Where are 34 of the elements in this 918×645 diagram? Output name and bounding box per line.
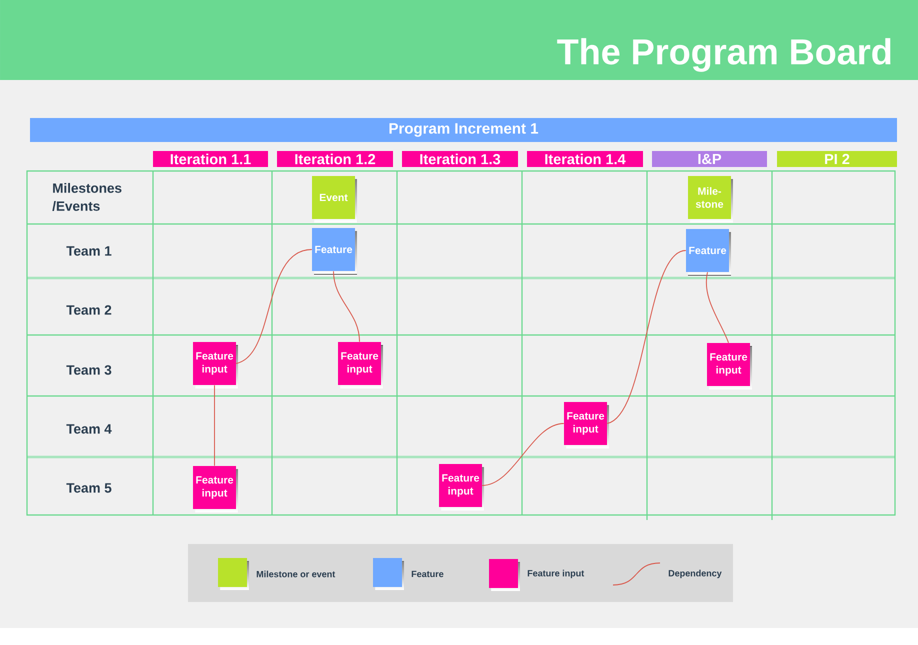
increment-bar: Program Increment 1	[30, 118, 897, 142]
dependency-line	[333, 270, 360, 342]
sticky-note: Feature input	[193, 466, 238, 512]
dependency-line	[214, 384, 215, 466]
sticky-note: Feature input	[707, 343, 752, 390]
iteration-header: Iteration 1.2	[277, 151, 393, 167]
iteration-header: I&P	[652, 151, 767, 167]
dependency-line	[706, 272, 729, 344]
sticky-note: Feature input	[193, 342, 238, 388]
row-header: Team 2	[66, 305, 112, 315]
legend-label: Milestone or event	[256, 570, 336, 578]
row-header: Team 5	[66, 483, 112, 493]
sticky-note: Feature input	[439, 464, 484, 510]
sticky-note: Feature input	[338, 342, 383, 388]
title: The Program Board	[557, 38, 890, 72]
row-header: Milestones /Events	[52, 182, 122, 212]
sticky-note: Feature	[686, 229, 731, 276]
legend-label: Feature	[412, 570, 444, 578]
row-header: Team 3	[66, 365, 112, 375]
sticky-note: Feature input	[564, 402, 609, 448]
dependency-line	[606, 250, 686, 424]
row-header: Team 4	[66, 424, 112, 434]
row-header: Team 1	[66, 246, 112, 256]
sticky-note: Feature	[312, 228, 357, 274]
iteration-header: Iteration 1.1	[153, 151, 268, 167]
iteration-header: Iteration 1.4	[527, 151, 643, 167]
dependency-line	[236, 249, 312, 364]
sticky-note: Event	[312, 176, 357, 222]
legend-label: Feature input	[528, 570, 584, 578]
sticky-note: Mile- stone	[688, 176, 733, 222]
dependency-line	[482, 423, 564, 486]
iteration-header: Iteration 1.3	[402, 151, 518, 167]
iteration-header: PI 2	[777, 151, 897, 167]
legend-label: Dependency	[668, 570, 722, 578]
